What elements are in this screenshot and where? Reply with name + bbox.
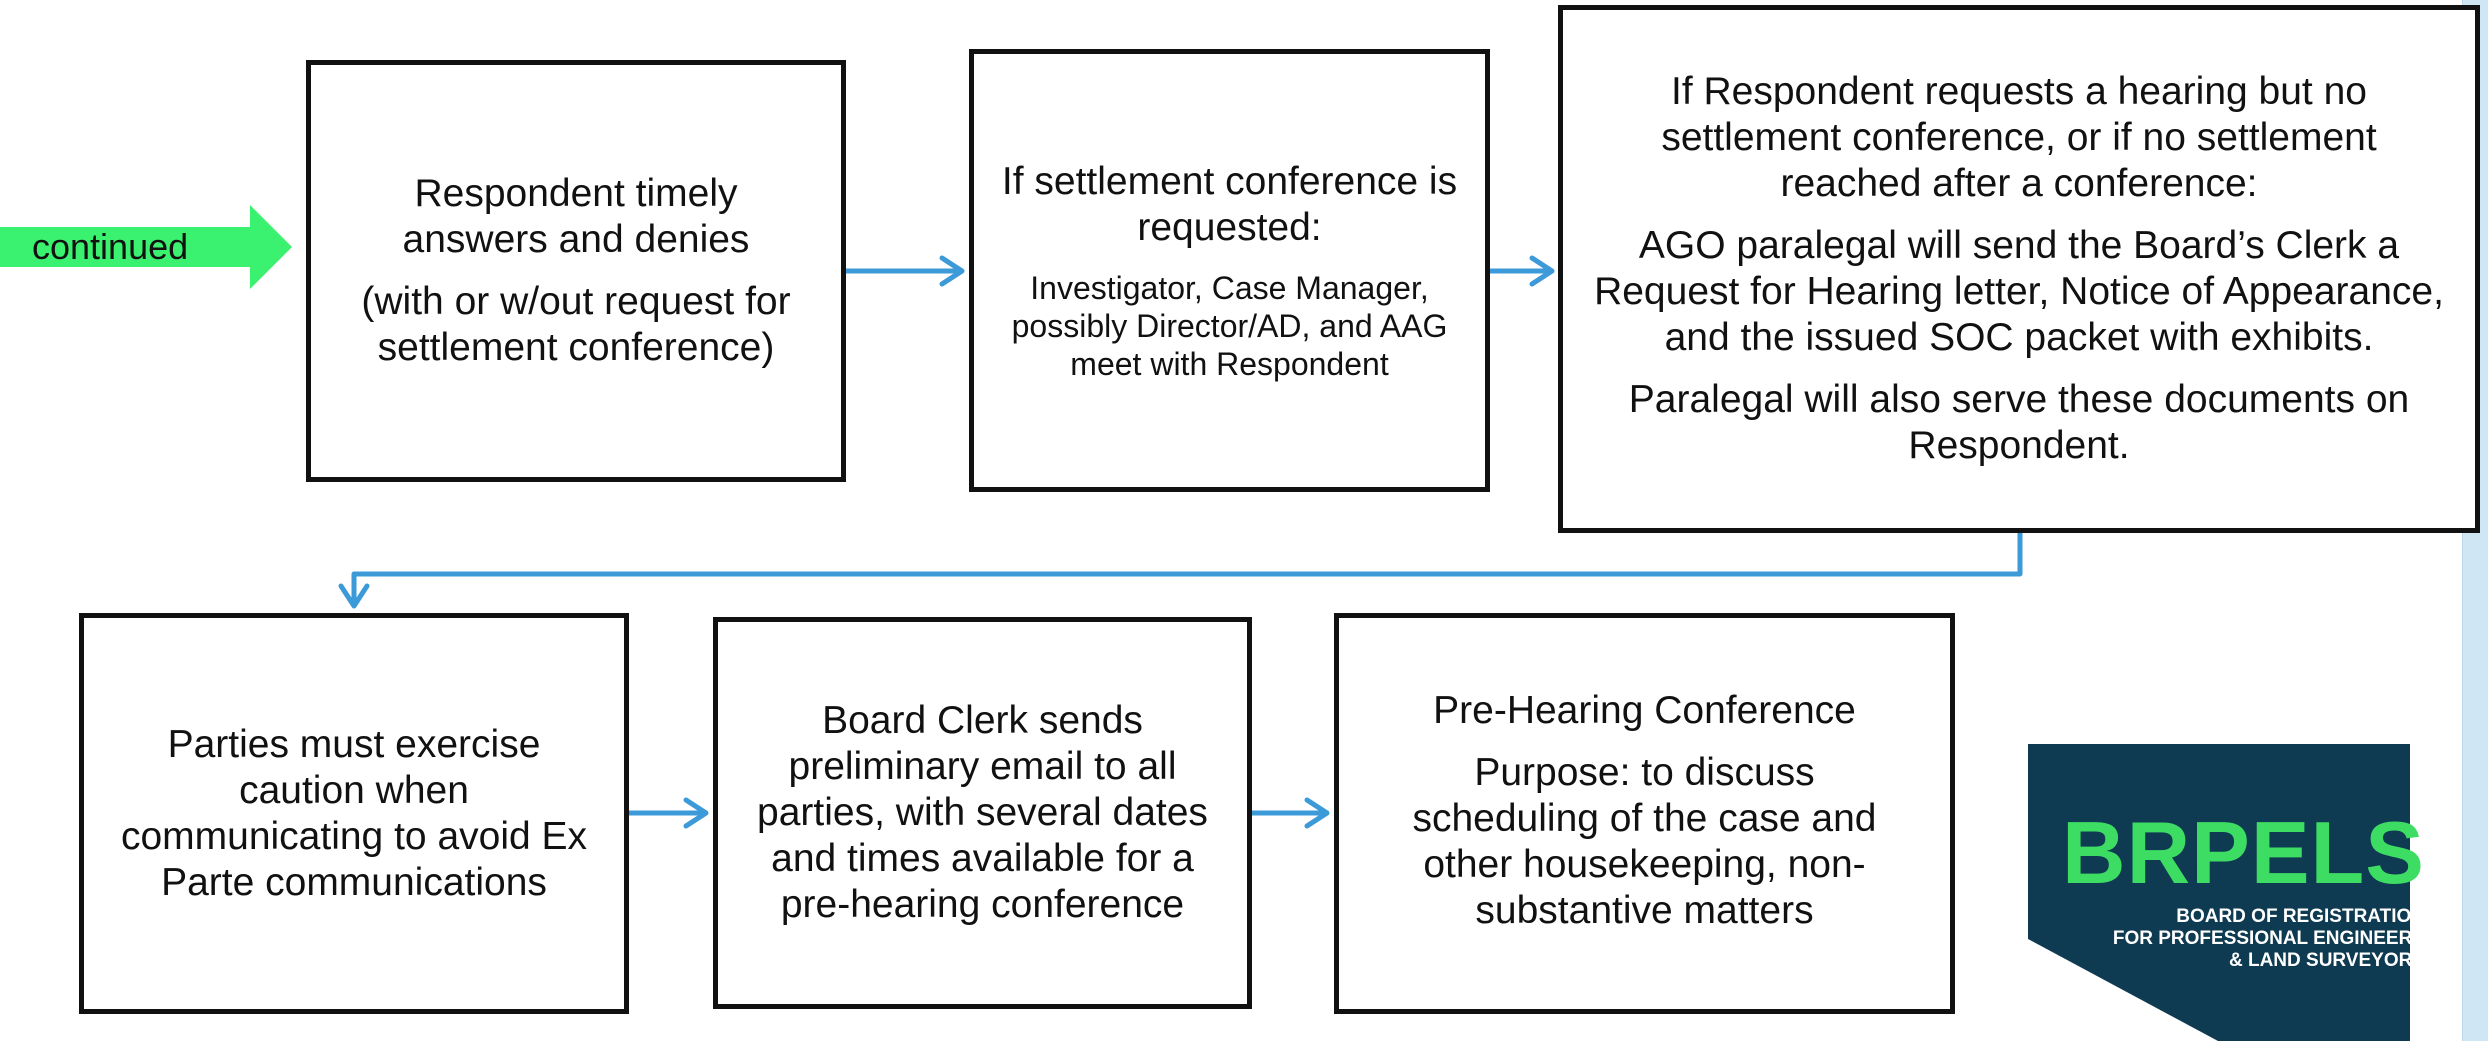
hearing-request-service: Paralegal will also serve these document…	[1628, 378, 2410, 467]
arrow-clerk-to-pre-hearing	[1249, 797, 1330, 829]
answer-box: Respondent timely answers and denies (wi…	[306, 60, 846, 482]
pre-hearing-purpose: Purpose: to discuss scheduling of the ca…	[1412, 751, 1877, 932]
settlement-heading: If settlement conference is requested:	[1001, 159, 1458, 249]
hearing-request-box: If Respondent requests a hearing but no …	[1558, 5, 2480, 533]
logo-line-1: BOARD OF REGISTRATION	[2176, 906, 2425, 927]
logo-line-3: & LAND SURVEYORS	[2228, 950, 2425, 971]
continued-arrow: continued	[0, 205, 295, 290]
clerk-email-box: Board Clerk sends preliminary email to a…	[713, 617, 1252, 1009]
ex-parte-box: Parties must exercise caution when commu…	[79, 613, 629, 1014]
brpels-logo: BRPELS BOARD OF REGISTRATION FOR PROFESS…	[2028, 744, 2468, 1041]
settlement-conference-box: If settlement conference is requested: I…	[969, 49, 1490, 492]
continued-label: continued	[32, 226, 189, 267]
arrow-ex-parte-to-clerk	[626, 797, 709, 829]
ex-parte-text: Parties must exercise caution when commu…	[120, 722, 588, 904]
logo-shape	[2028, 744, 2423, 1041]
settlement-detail: Investigator, Case Manager, possibly Dir…	[1011, 269, 1448, 382]
logo-line-2: FOR PROFESSIONAL ENGINEERS	[2112, 928, 2425, 949]
answer-line-1: Respondent timely answers and denies	[402, 172, 750, 261]
logo-name: BRPELS	[2062, 803, 2425, 902]
arrow-answer-to-settlement	[843, 255, 965, 287]
clerk-email-text: Board Clerk sends preliminary email to a…	[757, 699, 1208, 926]
pre-hearing-title: Pre-Hearing Conference	[1433, 689, 1856, 732]
arrow-settlement-to-hearing	[1487, 255, 1555, 287]
hearing-request-condition: If Respondent requests a hearing but no …	[1661, 70, 2377, 205]
continued-arrow-shape	[0, 205, 292, 289]
arrow-hearing-to-ex-parte	[338, 530, 2023, 609]
answer-line-2: (with or w/out request for settlement co…	[361, 280, 791, 369]
pre-hearing-conference-box: Pre-Hearing Conference Purpose: to discu…	[1334, 613, 1955, 1014]
hearing-request-action: AGO paralegal will send the Board’s Cler…	[1594, 224, 2444, 359]
